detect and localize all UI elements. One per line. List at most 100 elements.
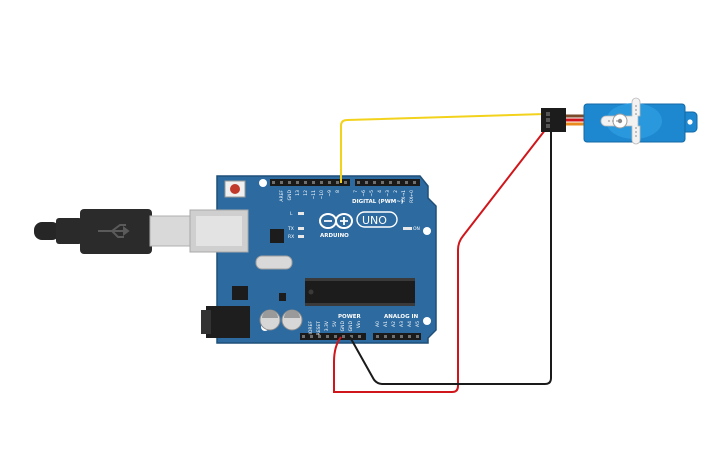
horn-hole (635, 127, 637, 129)
small-chip (270, 229, 284, 243)
pin-hole (288, 181, 291, 184)
pin-hole (357, 181, 360, 184)
power-pin-label: GND (340, 320, 346, 331)
horn-hole (635, 109, 637, 111)
gnd-top-label: GND (287, 189, 293, 200)
digital-pin-label: 8 (335, 190, 341, 193)
digital-pin-label: ~3 (385, 190, 391, 197)
pin-hole (302, 335, 305, 338)
digital-pin-label: ~9 (327, 190, 333, 197)
regulator (232, 286, 248, 300)
power-label: POWER (338, 314, 362, 320)
led-rx-label: RX (288, 234, 294, 240)
mount-hole (423, 317, 431, 325)
digital-pin-label: ~11 (311, 190, 317, 200)
power-header (300, 333, 366, 340)
led-rx (298, 235, 304, 238)
uno-badge (356, 211, 398, 228)
pin-hole (358, 335, 361, 338)
analog-pin-label: A4 (407, 321, 413, 327)
aref-label: AREF (279, 190, 285, 202)
pin-hole (312, 181, 315, 184)
pin-hole (389, 181, 392, 184)
pin-hole (397, 181, 400, 184)
mount-hole (259, 179, 267, 187)
horn-hole (616, 120, 618, 122)
pin-hole (272, 181, 275, 184)
analog-pin-label: A3 (399, 321, 405, 327)
digital-pin-label: TX→1 (401, 190, 407, 204)
pin-hole (318, 335, 321, 338)
power-pin-label: Vin (356, 321, 362, 328)
pin-hole (384, 335, 387, 338)
pin-hole (320, 181, 323, 184)
pin-hole (328, 181, 331, 184)
power-pin-label: 5V (332, 320, 338, 327)
pin-hole (376, 335, 379, 338)
analog-pin-label: A0 (375, 321, 381, 327)
digital-pin-label: RX←0 (409, 190, 415, 203)
chip-socket-bottom (305, 303, 415, 306)
signal-wire[interactable] (340, 113, 546, 183)
servo-connector (541, 108, 566, 132)
digital-pin-holes (272, 181, 416, 184)
power-pin-label: RESET (316, 321, 322, 336)
usb-cable[interactable] (34, 209, 191, 254)
servo-motor[interactable] (541, 97, 698, 145)
digital-pin-label: ~5 (369, 190, 375, 197)
pin-hole (405, 181, 408, 184)
crystal (255, 255, 293, 270)
digital-pin-label: 4 (377, 190, 383, 193)
digital-pin-label: ~6 (361, 190, 367, 197)
pin-hole (310, 335, 313, 338)
pin-hole (342, 335, 345, 338)
pin-hole (344, 181, 347, 184)
usb-icon (98, 224, 130, 238)
horn-hole (635, 113, 637, 115)
reset-button-cap (230, 184, 240, 194)
power-jack (206, 306, 250, 338)
horn-hole (635, 105, 637, 107)
usb-plug-metal (149, 215, 191, 247)
pin-hole (350, 335, 353, 338)
analog-pin-label: A5 (415, 321, 421, 327)
led-tx (298, 227, 304, 230)
power-pin-label: GND (348, 320, 354, 331)
small-chip (279, 293, 286, 301)
pin-hole (334, 335, 337, 338)
power-wire[interactable] (333, 124, 550, 393)
chip-socket-top (305, 278, 415, 281)
pin-hole (392, 335, 395, 338)
power-pin-label: IOREF (308, 321, 314, 335)
ground-wire[interactable] (349, 128, 552, 385)
pin-hole (280, 181, 283, 184)
pin-hole (413, 181, 416, 184)
digital-pin-label: 12 (303, 190, 309, 196)
horn-hole (635, 131, 637, 133)
model-label: UNO (362, 214, 387, 227)
pin-hole (336, 181, 339, 184)
pin-hole (296, 181, 299, 184)
arduino-logo: ARDUINO (319, 213, 353, 239)
digital-pin-label: 7 (353, 190, 359, 193)
led-on (403, 227, 412, 230)
mount-hole (423, 227, 431, 235)
led-on-label: ON (413, 226, 420, 232)
analog-header (373, 333, 421, 340)
pin-hole (416, 335, 419, 338)
horn-hole (635, 135, 637, 137)
led-tx-label: TX (287, 226, 294, 232)
bottom-pin-holes (302, 335, 419, 338)
digital-header-right (355, 179, 420, 186)
horn-hole (612, 120, 614, 122)
usb-cable-strain (56, 218, 82, 244)
analog-pin-label: A1 (383, 321, 389, 327)
horn-hole (608, 120, 610, 122)
digital-label: DIGITAL (PWM~) (352, 199, 404, 205)
pin-hole (408, 335, 411, 338)
